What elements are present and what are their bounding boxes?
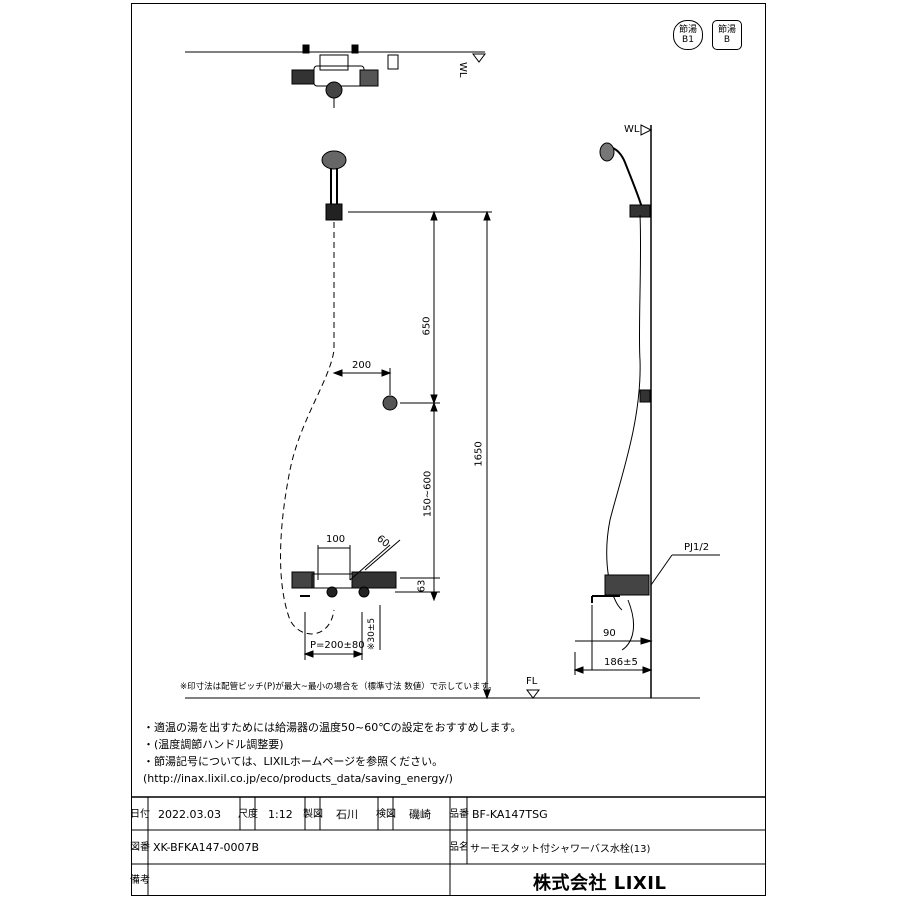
note-1: ・適温の湯を出すためには給湯器の温度50~60℃の設定をおすすめします。 — [143, 721, 522, 734]
shower-head-front — [321, 150, 347, 170]
drawn-label: 製図 — [303, 808, 323, 820]
dim-200: 200 — [352, 360, 372, 371]
dim-30: ※30±5 — [367, 617, 378, 651]
checked-value: 磯崎 — [409, 808, 431, 821]
part-label: 品番 — [449, 808, 469, 820]
drawing-frame — [131, 3, 766, 896]
dim-90: 90 — [603, 628, 616, 639]
pitch-dim: P=200±80 — [310, 640, 365, 651]
note-2: ・(温度調節ハンドル調整要) — [143, 738, 284, 751]
drawn-value: 石川 — [336, 808, 358, 821]
water-saving-badge-b1: 節湯 B1 — [673, 20, 703, 50]
pj-label: PJ1/2 — [684, 542, 710, 553]
date-label: 日付 — [130, 808, 150, 820]
scale-value: 1:12 — [268, 807, 293, 821]
dim-150-600: 150~600 — [422, 470, 434, 518]
dim-100: 100 — [326, 534, 346, 545]
drawing-value: XK-BFKA147-0007B — [153, 841, 260, 854]
note-3: ・節湯記号については、LIXILホームページを参照ください。 — [143, 755, 444, 768]
scale-label: 尺度 — [238, 808, 258, 820]
name-label: 品名 — [449, 842, 469, 853]
wl-label-top: WL — [457, 62, 468, 78]
badge-b1-line2: B1 — [682, 35, 694, 45]
note-url: (http://inax.lixil.co.jp/eco/products_da… — [143, 772, 453, 785]
badge-b-line2: B — [723, 35, 731, 45]
part-value: BF-KA147TSG — [472, 807, 548, 821]
dim-186: 186±5 — [604, 657, 638, 668]
badge-b1-line1: 節湯 — [678, 25, 697, 35]
date-value: 2022.03.03 — [158, 807, 221, 821]
company-logo: 株式会社 LIXIL — [533, 873, 667, 894]
remarks-label: 備考 — [130, 874, 150, 886]
fl-label: FL — [526, 676, 538, 687]
dim-650: 650 — [421, 316, 433, 336]
dim-1650: 1650 — [473, 441, 485, 467]
wl-marker-top — [472, 53, 486, 63]
wl-label-side: WL — [624, 124, 640, 135]
footnote: ※印寸法は配管ピッチ(P)が最大~最小の場合を（標準寸法 数値）で示しています。 — [180, 682, 497, 692]
wl-marker-side — [640, 124, 653, 136]
badge-b-line1: 節湯 — [717, 25, 736, 35]
dim-63: 63 — [416, 579, 428, 593]
water-saving-badge-b: 節湯 B — [712, 20, 742, 50]
name-value: サーモスタット付シャワーバス水栓(13) — [470, 844, 651, 855]
checked-label: 検図 — [376, 808, 396, 820]
drawing-label: 図番 — [130, 842, 150, 853]
